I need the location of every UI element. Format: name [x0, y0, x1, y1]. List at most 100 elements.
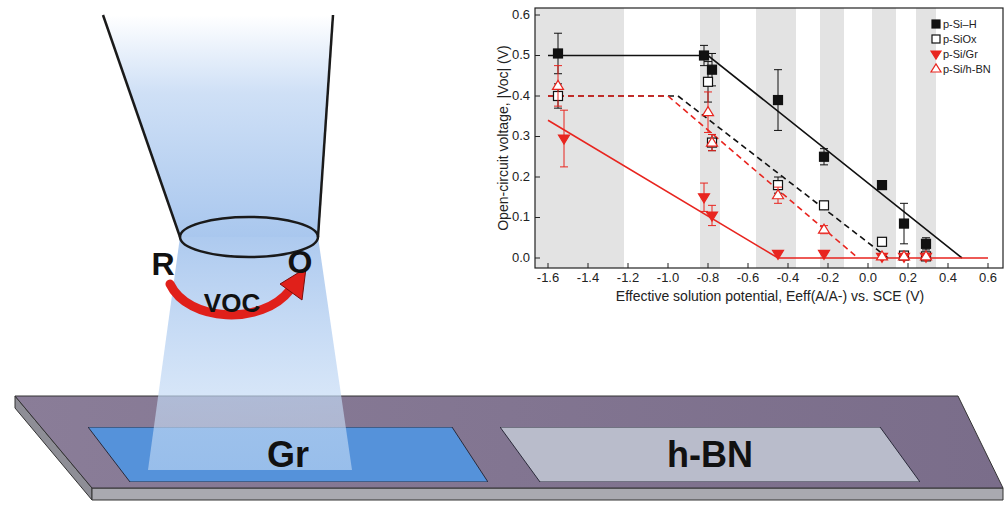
tick-label: 0.6 — [512, 8, 530, 23]
data-marker — [699, 194, 710, 203]
y-tick — [535, 177, 540, 178]
tick-label: -0.6 — [737, 271, 759, 286]
graphene-region: Gr — [88, 427, 488, 482]
data-marker — [700, 51, 709, 60]
y-tick — [535, 258, 540, 259]
data-marker — [774, 96, 783, 105]
x-tick — [708, 263, 709, 268]
legend-label: p-Si/Gr — [943, 48, 978, 61]
data-series — [554, 33, 931, 250]
x-tick — [668, 263, 669, 268]
data-marker — [931, 51, 941, 59]
chart — [535, 8, 1003, 268]
tick-label: 0.0 — [859, 271, 877, 286]
tick-label: 0.3 — [512, 129, 530, 144]
species-label: R — [151, 246, 174, 283]
y-tick — [535, 96, 540, 97]
data-marker — [820, 152, 829, 161]
data-marker — [707, 137, 718, 146]
data-marker — [932, 35, 940, 43]
data-series — [554, 62, 931, 261]
data-marker — [820, 201, 829, 210]
x-tick — [828, 263, 829, 268]
hbn-region: h-BN — [500, 427, 920, 482]
data-marker — [819, 224, 830, 233]
data-marker — [704, 77, 713, 86]
data-marker — [878, 181, 887, 190]
fit-line — [548, 96, 888, 258]
data-marker — [922, 239, 931, 248]
tick-label: -1.6 — [537, 271, 559, 286]
y-tick — [535, 217, 540, 218]
x-tick — [588, 263, 589, 268]
x-tick — [988, 263, 989, 268]
shaded-band — [872, 8, 896, 268]
data-marker — [878, 237, 887, 246]
error-bar — [878, 238, 886, 246]
data-marker — [554, 49, 563, 58]
tick-label: 0.2 — [899, 271, 917, 286]
tick-label: -0.2 — [817, 271, 839, 286]
data-marker — [707, 212, 718, 221]
tick-label: -0.8 — [697, 271, 719, 286]
y-tick — [535, 55, 540, 56]
x-tick — [948, 263, 949, 268]
fit-line — [548, 120, 988, 258]
data-marker — [703, 107, 714, 116]
error-bar — [900, 203, 908, 244]
slab-front — [92, 488, 1003, 500]
legend-label: p-Si–H — [943, 18, 977, 31]
legend-symbols — [931, 20, 941, 72]
y-tick — [535, 15, 540, 16]
species-label: O — [288, 244, 313, 281]
tick-label: -1.2 — [617, 271, 639, 286]
x-tick — [628, 263, 629, 268]
cone-wall — [318, 15, 333, 237]
region-shape — [500, 427, 920, 482]
data-marker — [708, 138, 717, 147]
legend-label: p-SiOx — [943, 33, 977, 46]
shaded-band — [535, 8, 624, 268]
shaded-band — [756, 8, 796, 268]
error-bar — [774, 70, 782, 131]
region-label: Gr — [267, 434, 309, 476]
data-series — [559, 110, 932, 262]
tick-label: 0.1 — [512, 210, 530, 225]
data-marker — [559, 135, 570, 144]
tick-label: -0.4 — [777, 271, 799, 286]
tick-label: 0.4 — [939, 271, 957, 286]
region-label: h-BN — [667, 434, 753, 476]
data-series — [553, 66, 932, 260]
data-marker — [900, 251, 909, 260]
tick-label: 0.6 — [979, 271, 997, 286]
data-marker — [900, 219, 909, 228]
tick-label: -1.4 — [577, 271, 599, 286]
tick-label: 0.5 — [512, 48, 530, 63]
data-marker — [932, 20, 940, 28]
tick-label: 0.4 — [512, 89, 530, 104]
data-marker — [899, 251, 910, 260]
plot-frame — [535, 8, 1003, 268]
error-bar — [820, 149, 828, 165]
tick-label: -1.0 — [657, 271, 679, 286]
x-tick — [868, 263, 869, 268]
tick-label: 0.0 — [512, 251, 530, 266]
y-tick — [535, 136, 540, 137]
x-tick — [748, 263, 749, 268]
data-marker — [931, 64, 941, 72]
data-marker — [819, 250, 830, 259]
data-marker — [553, 80, 564, 89]
error-bar — [922, 238, 930, 250]
error-bar — [820, 201, 828, 209]
legend-label: p-Si/h-BN — [943, 63, 991, 76]
voltage-label: VOC — [204, 289, 260, 319]
data-marker — [773, 250, 784, 259]
axis-title: Effective solution potential, Eeff(A/A-)… — [616, 288, 924, 304]
x-tick — [788, 263, 789, 268]
axis-title: Open-circuit voltage, |Voc| (V) — [495, 45, 511, 230]
electrolyte-cone — [103, 15, 333, 237]
data-marker — [921, 251, 932, 260]
data-marker — [773, 190, 784, 199]
data-marker — [877, 251, 888, 260]
fit-line — [548, 96, 858, 258]
